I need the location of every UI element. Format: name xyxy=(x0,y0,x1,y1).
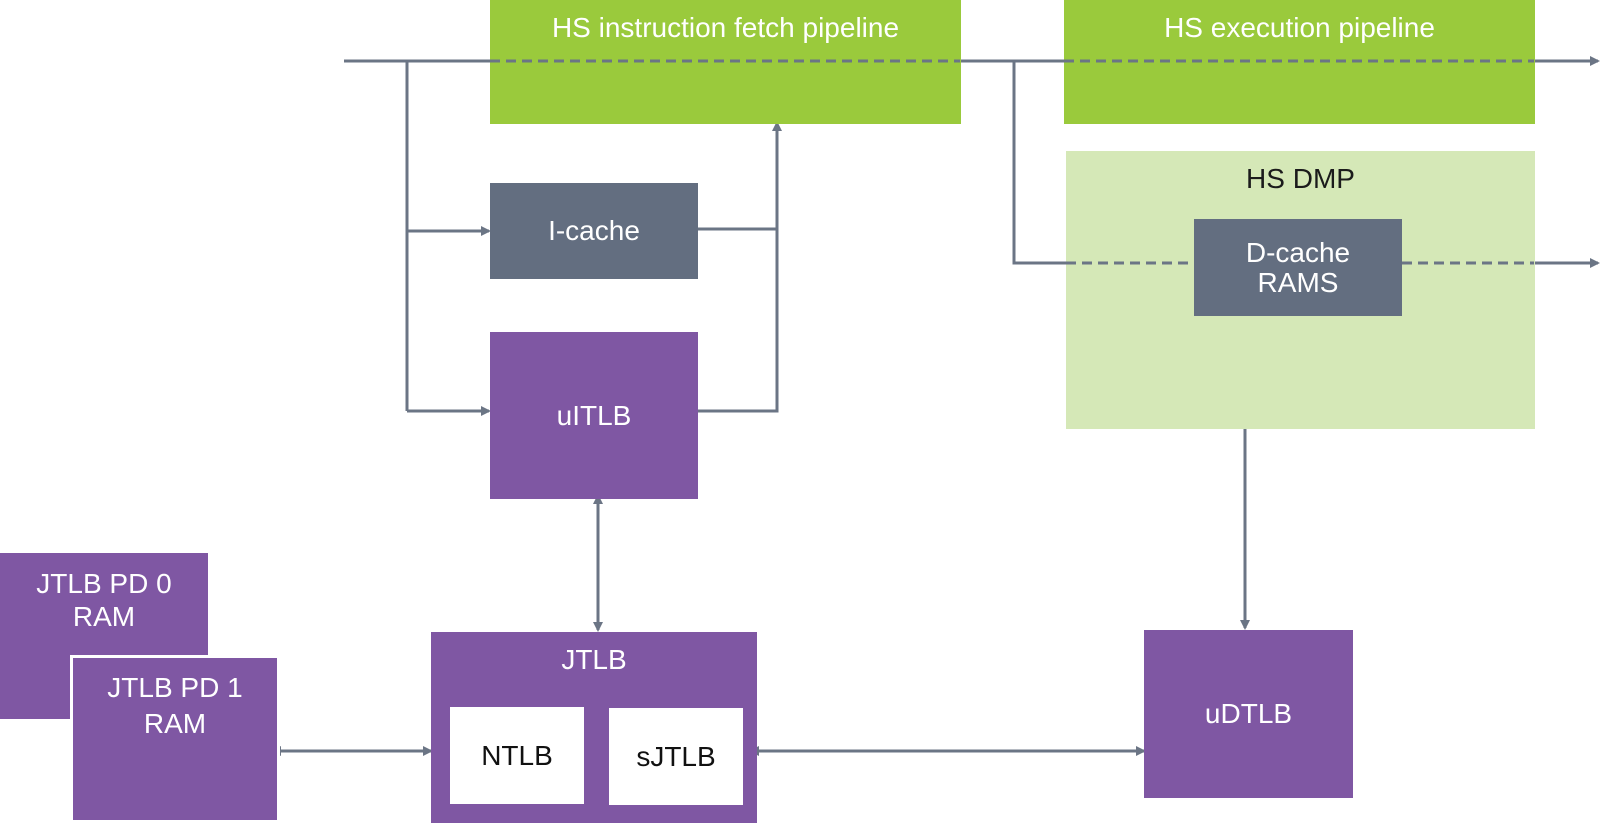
uitlb-out xyxy=(697,121,782,413)
icache-block: I-cache xyxy=(490,183,698,279)
uitlb-label: uITLB xyxy=(556,399,632,431)
sjtlb-label: sJTLB xyxy=(636,740,716,772)
jtlb-label: JTLB xyxy=(561,644,627,675)
jtlb-pd0-line2: RAM xyxy=(72,601,136,632)
uitlb-block: uITLB xyxy=(490,332,698,499)
hs-exec-label: HS execution pipeline xyxy=(1164,12,1435,43)
icache-label: I-cache xyxy=(548,215,640,246)
dcache-label-line1: D-cache xyxy=(1245,236,1351,268)
jtlb-pd1-line1: JTLB PD 1 xyxy=(107,672,243,703)
hs-execution-pipeline: HS execution pipeline xyxy=(1064,0,1535,124)
branch-dcache-vertical xyxy=(1012,61,1066,265)
hs-dmp-label: HS DMP xyxy=(1246,163,1355,194)
udtlb-block: uDTLB xyxy=(1144,630,1353,798)
jtlb-pd1-line2: RAM xyxy=(143,708,207,739)
jtlb-pd0-line1: JTLB PD 0 xyxy=(36,568,172,599)
sjtlb-block: sJTLB xyxy=(609,708,743,805)
hs-fetch-label: HS instruction fetch pipeline xyxy=(551,12,900,43)
ntlb-block: NTLB xyxy=(450,707,584,804)
hs-instruction-fetch-pipeline: HS instruction fetch pipeline xyxy=(490,0,961,124)
jtlb-pd1-ram-block: JTLB PD 1 RAM xyxy=(70,655,280,823)
dcache-rams-block: D-cache RAMS xyxy=(1194,219,1402,316)
dcache-label-line2: RAMS xyxy=(1257,266,1339,298)
udtlb-label: uDTLB xyxy=(1204,698,1293,729)
ntlb-label: NTLB xyxy=(481,739,553,771)
